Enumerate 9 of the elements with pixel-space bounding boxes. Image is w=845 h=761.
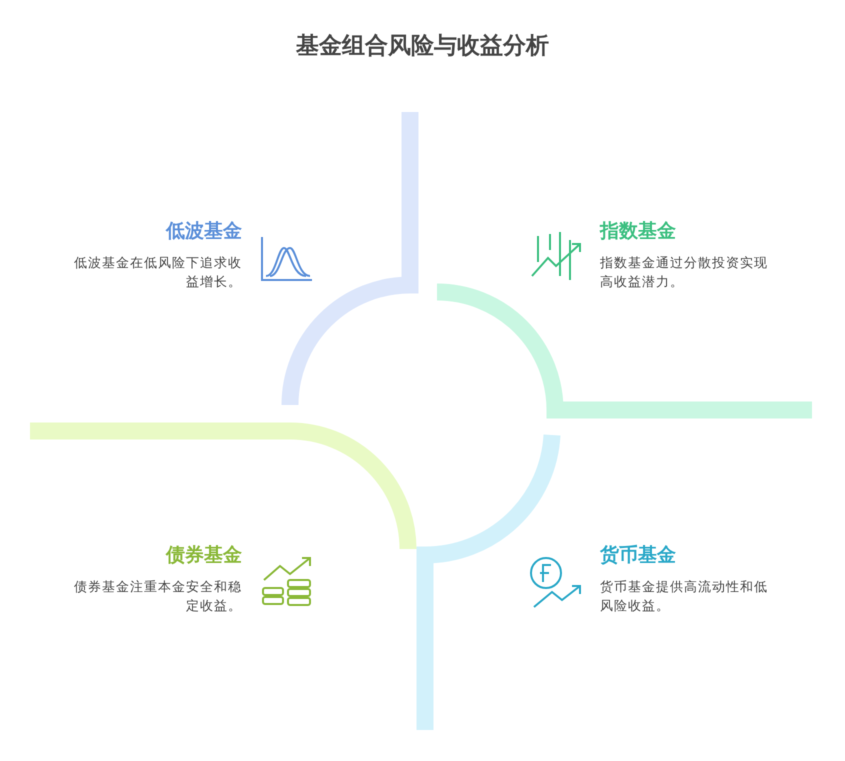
title: 基金组合风险与收益分析: [295, 31, 550, 61]
card-description: 指数基金通过分散投资实现高收益潜力。: [600, 255, 769, 292]
card-heading: 货币基金: [600, 543, 676, 568]
card-description: 低波基金在低风险下追求收益增长。: [73, 255, 242, 292]
card-heading: 低波基金: [166, 219, 242, 244]
card-description: 货币基金提供高流动性和低风险收益。: [600, 579, 769, 616]
card-description: 债券基金注重本金安全和稳定收益。: [73, 579, 242, 616]
card-heading: 指数基金: [600, 219, 676, 244]
card-heading: 债券基金: [166, 543, 242, 568]
